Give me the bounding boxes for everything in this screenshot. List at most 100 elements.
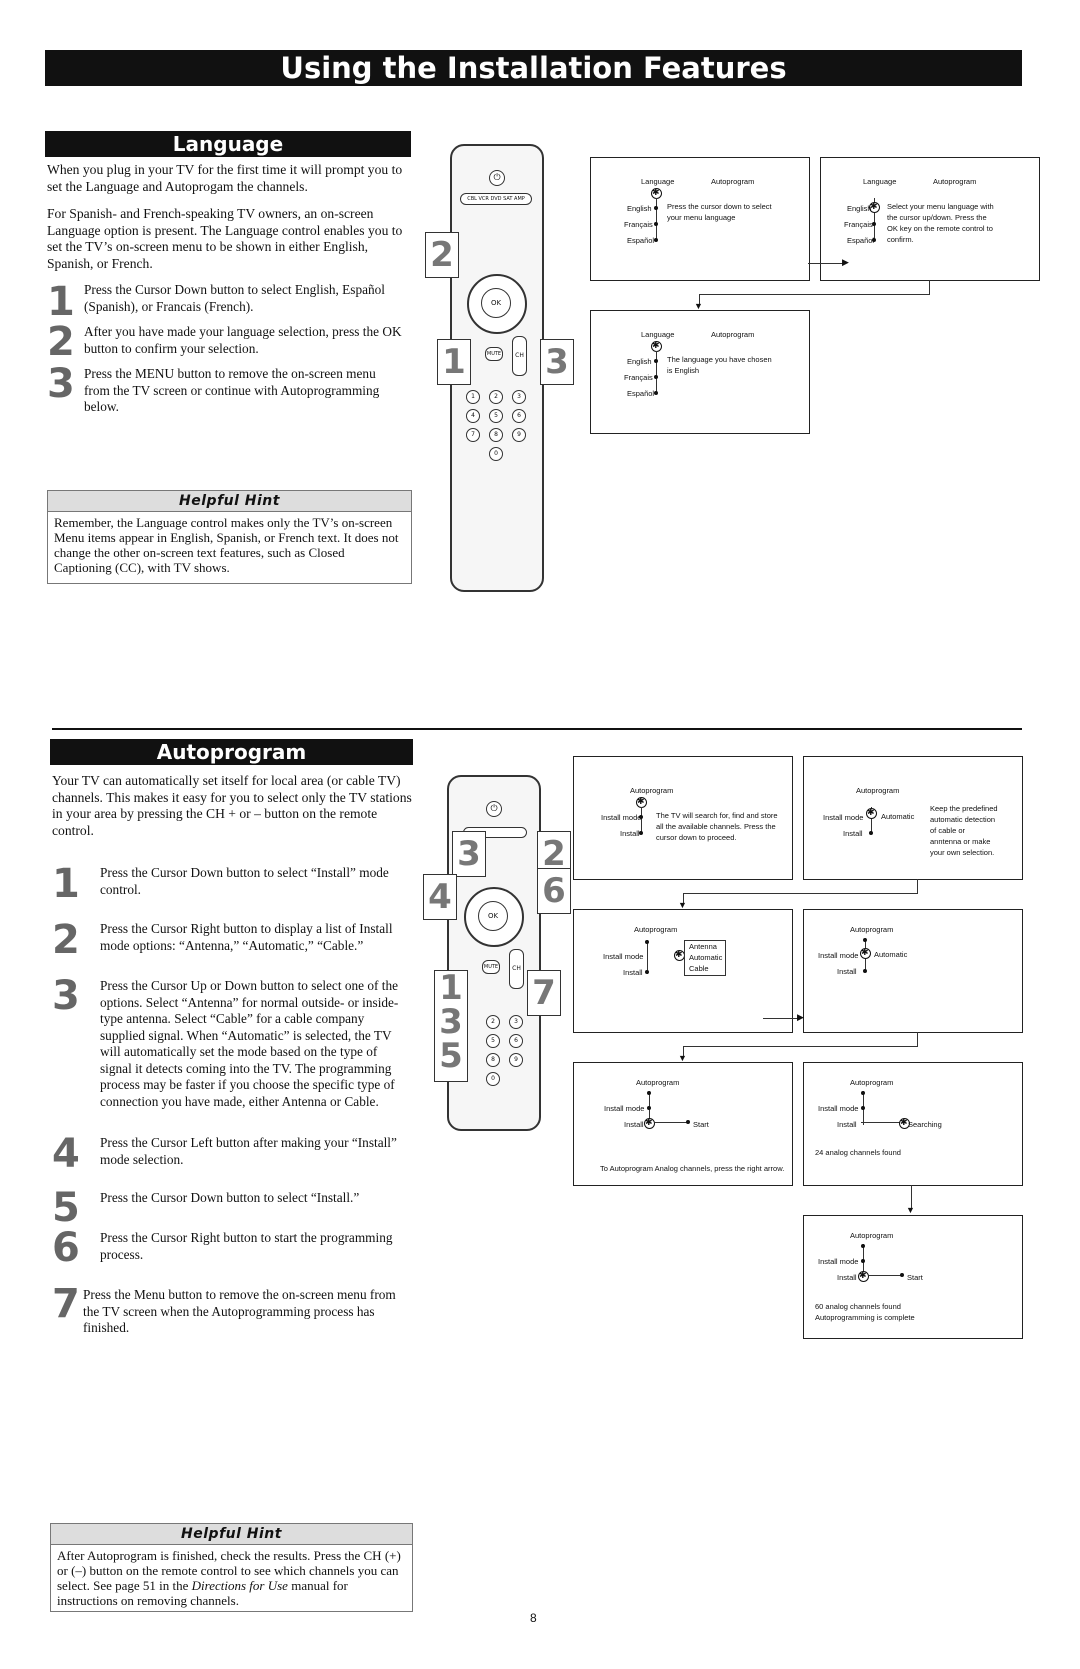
step-number: 7 [52, 1281, 80, 1327]
install-mode-dropdown: Antenna Automatic Cable [684, 940, 726, 976]
step-number: 5 [52, 1185, 80, 1231]
step-number: 1 [52, 861, 80, 907]
callout-steps-1-3-5: 1 3 5 [434, 970, 468, 1082]
hint-text: After Autoprogram is finished, check the… [57, 1548, 401, 1608]
step-number: 6 [52, 1225, 80, 1271]
language-screen-2: Language Autoprogram English Français Es… [820, 157, 1040, 281]
autoprogram-screen-1: Autoprogram Install mode Install The TV … [573, 756, 793, 880]
step-text: Press the MENU button to remove the on-s… [84, 366, 380, 414]
language-heading: Language [45, 131, 411, 157]
number-button-6: 6 [512, 409, 526, 423]
step-text: After you have made your language select… [84, 324, 402, 356]
step-text: Press the Cursor Right button to display… [100, 921, 393, 953]
number-button-0: 0 [486, 1072, 500, 1086]
callout-step-1: 1 [437, 339, 471, 385]
number-button-5: 5 [486, 1034, 500, 1048]
arrow-down-icon: ▼ [678, 1053, 687, 1063]
language-intro-1: When you plug in your TV for the first t… [47, 162, 403, 194]
language-screen-1: Language Autoprogram English Français Es… [590, 157, 810, 281]
number-button-9: 9 [512, 428, 526, 442]
arrow-right-icon: ▶ [842, 257, 849, 267]
step-number: 4 [52, 1131, 80, 1177]
autoprogram-screen-7: Autoprogram Install mode Install Start 6… [803, 1215, 1023, 1339]
cursor-icon [860, 947, 871, 959]
step-text: Press the Cursor Right button to start t… [100, 1230, 393, 1262]
number-button-1: 1 [466, 390, 480, 404]
language-intro-2: For Spanish- and French-speaking TV owne… [47, 206, 403, 271]
number-button-6: 6 [509, 1034, 523, 1048]
step-text: Press the Cursor Down button to select “… [100, 1190, 360, 1205]
step-number: 1 [47, 279, 75, 325]
cursor-icon [644, 1117, 655, 1129]
autoprogram-screen-4: Autoprogram Install mode Install Automat… [803, 909, 1023, 1033]
step-text: Press the Cursor Left button after makin… [100, 1135, 397, 1167]
number-button-4: 4 [466, 409, 480, 423]
callout-step-7: 7 [527, 970, 561, 1016]
number-button-2: 2 [489, 390, 503, 404]
cursor-icon [858, 1270, 869, 1282]
ok-button: OK [478, 901, 508, 931]
autoprogram-helpful-hint: Helpful Hint After Autoprogram is finish… [50, 1523, 413, 1612]
step-text: Press the Cursor Down button to select “… [100, 865, 389, 897]
autoprogram-intro: Your TV can automatically set itself for… [52, 773, 412, 838]
number-button-7: 7 [466, 428, 480, 442]
step-text: Press the Cursor Down button to select E… [84, 282, 385, 314]
hint-title: Helpful Hint [48, 491, 411, 512]
step-number: 3 [52, 973, 80, 1019]
cursor-icon [899, 1117, 910, 1129]
arrow-down-icon: ▼ [678, 900, 687, 910]
screen-note: Keep the predefined automatic detection … [930, 804, 998, 857]
arrow-down-icon: ▼ [906, 1205, 915, 1215]
step-text: Press the Cursor Up or Down button to se… [100, 978, 399, 1109]
callout-step-6: 6 [537, 868, 571, 914]
channel-rocker: CH [512, 336, 527, 376]
section-divider [52, 728, 1022, 730]
step-number: 2 [52, 917, 80, 963]
callout-step-2: 2 [425, 232, 459, 278]
step-text: Press the Menu button to remove the on-s… [83, 1287, 396, 1335]
cursor-icon [866, 807, 877, 819]
number-button-9: 9 [509, 1053, 523, 1067]
language-helpful-hint: Helpful Hint Remember, the Language cont… [47, 490, 412, 584]
callout-step-4: 4 [423, 874, 457, 920]
screen-footer: 24 analog channels found [815, 1148, 901, 1157]
arrow-down-icon: ▼ [694, 301, 703, 311]
channel-rocker: CH [509, 949, 524, 989]
number-button-8: 8 [489, 428, 503, 442]
hint-text: Remember, the Language control makes onl… [54, 515, 399, 575]
screen-footer: 60 analog channels found [815, 1302, 901, 1311]
power-icon: ⏻ [489, 170, 505, 186]
step-number: 2 [47, 319, 75, 365]
page-title: Using the Installation Features [45, 50, 1022, 86]
mute-button: MUTE [482, 960, 500, 974]
autoprogram-screen-2: Autoprogram Install mode Install Automat… [803, 756, 1023, 880]
screen-footer: To Autoprogram Analog channels, press th… [600, 1164, 785, 1173]
power-icon: ⏻ [486, 801, 502, 817]
number-button-2: 2 [486, 1015, 500, 1029]
screen-note: Press the cursor down to select your men… [667, 202, 772, 222]
menu-item-language: Language [641, 177, 675, 186]
callout-step-3: 3 [540, 339, 574, 385]
autoprogram-screen-3: Autoprogram Install mode Install Antenna… [573, 909, 793, 1033]
number-button-8: 8 [486, 1053, 500, 1067]
number-button-0: 0 [489, 447, 503, 461]
number-button-5: 5 [489, 409, 503, 423]
arrow-right-icon: ▶ [797, 1012, 804, 1022]
screen-note: The language you have chosen is English [667, 355, 772, 375]
menu-item-autoprogram: Autoprogram [711, 177, 755, 186]
screen-footer: Autoprogramming is complete [815, 1313, 915, 1322]
step-number: 3 [47, 361, 75, 407]
mute-button: MUTE [485, 347, 503, 361]
autoprogram-heading: Autoprogram [50, 739, 413, 765]
screen-note: The TV will search for, find and store a… [656, 811, 778, 842]
autoprogram-screen-6: Autoprogram Install mode Install Searchi… [803, 1062, 1023, 1186]
ok-button: OK [481, 288, 511, 318]
language-screen-3: Language Autoprogram English Français Es… [590, 310, 810, 434]
number-button-3: 3 [512, 390, 526, 404]
screen-note: Select your menu language with the curso… [887, 202, 994, 244]
hint-title: Helpful Hint [51, 1524, 412, 1545]
number-button-3: 3 [509, 1015, 523, 1029]
page-number: 8 [530, 1611, 537, 1625]
callout-step-3: 3 [452, 831, 486, 877]
source-buttons: CBL VCR DVD SAT AMP [460, 193, 532, 205]
